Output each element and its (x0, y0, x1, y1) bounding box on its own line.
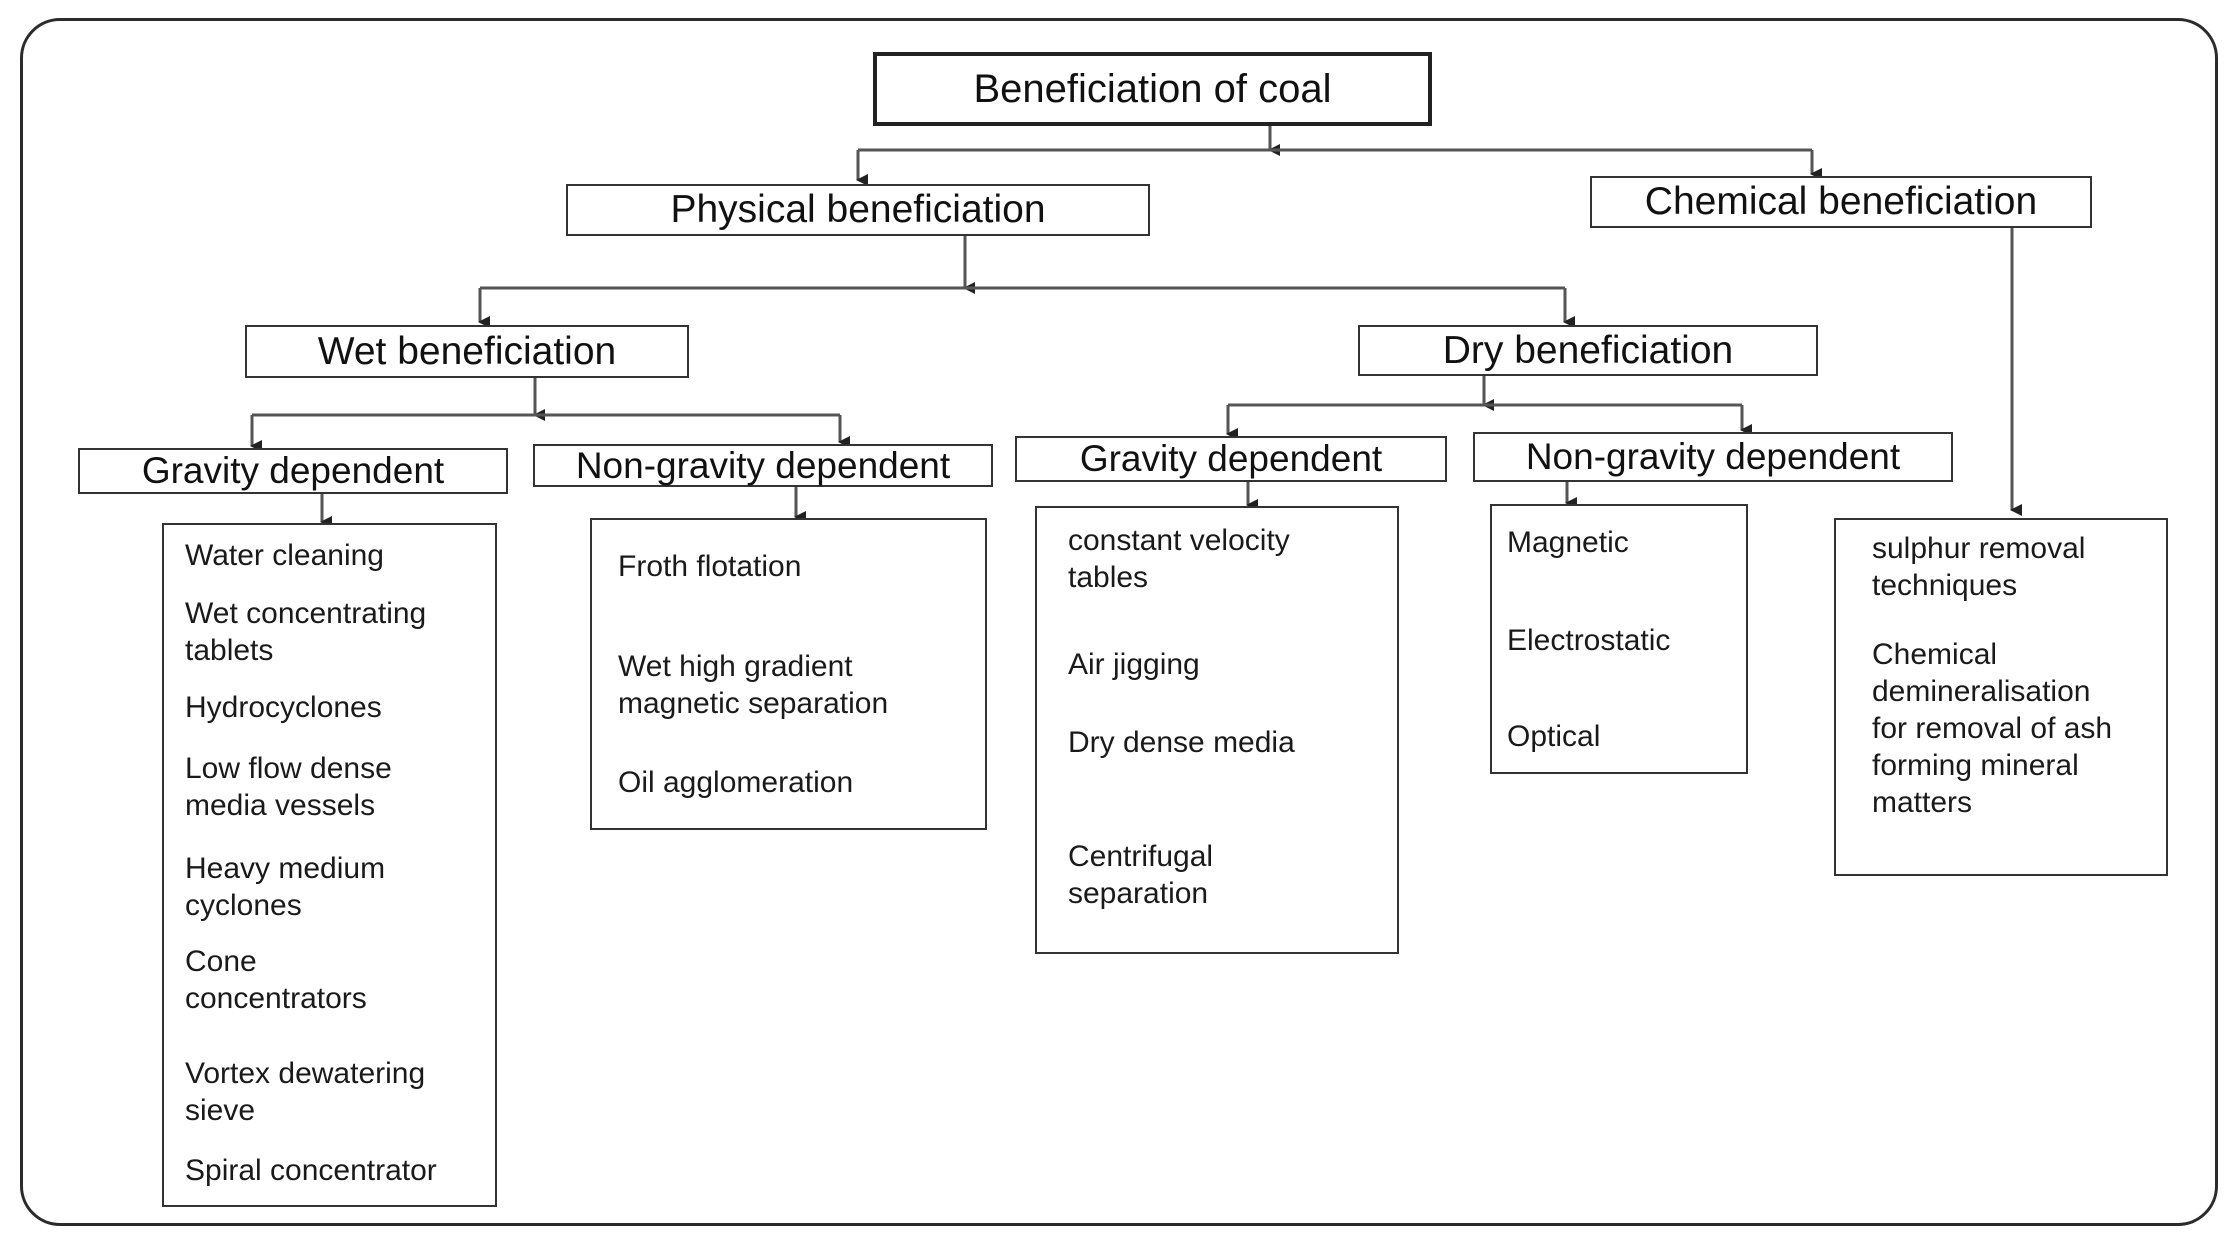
list-item: Spiral concentrator (185, 1154, 437, 1187)
node-physical-beneficiation: Physical beneficiation (566, 184, 1150, 236)
list-wet-non-gravity-methods: Froth flotation Wet high gradient magnet… (590, 518, 987, 830)
list-item: Air jigging (1068, 648, 1200, 681)
list-item: Vortex dewatering sieve (185, 1057, 426, 1127)
list-item: Cone concentrators (185, 945, 367, 1015)
list-item: sulphur removal techniques (1872, 532, 2086, 602)
node-label: Wet beneficiation (317, 329, 617, 373)
list-item: Chemical demineralisation for removal of… (1872, 638, 2113, 819)
node-label: Dry beneficiation (1442, 328, 1734, 372)
node-dry-beneficiation: Dry beneficiation (1358, 325, 1818, 376)
list-item: Oil agglomeration (618, 766, 854, 799)
node-wet-beneficiation: Wet beneficiation (245, 325, 689, 378)
list-item: Magnetic (1507, 526, 1629, 559)
list-item: Froth flotation (618, 550, 802, 583)
list-dry-non-gravity-methods: Magnetic Electrostatic Optical (1490, 504, 1748, 774)
diagram-frame (20, 18, 2218, 1226)
node-wet-gravity-dependent: Gravity dependent (78, 448, 508, 494)
node-dry-gravity-dependent: Gravity dependent (1015, 436, 1447, 482)
list-item: Electrostatic (1507, 624, 1671, 657)
node-wet-non-gravity-dependent: Non-gravity dependent (533, 444, 993, 487)
list-item: Water cleaning (185, 539, 384, 572)
node-label: Non-gravity dependent (1525, 436, 1901, 477)
node-label: Chemical beneficiation (1644, 180, 2038, 223)
node-label: Gravity dependent (141, 450, 445, 491)
list-item: Centrifugal separation (1068, 840, 1214, 910)
list-wet-gravity-methods: Water cleaning Wet concentrating tablets… (162, 523, 497, 1207)
node-label: Beneficiation of coal (973, 66, 1332, 111)
list-chemical-methods: sulphur removal techniques Chemical demi… (1834, 518, 2168, 876)
list-item: Optical (1507, 720, 1601, 753)
list-item: Dry dense media (1068, 726, 1295, 759)
list-item: Low flow dense media vessels (185, 752, 392, 822)
list-item: Heavy medium cyclones (185, 852, 386, 922)
node-beneficiation-of-coal: Beneficiation of coal (873, 52, 1432, 126)
list-dry-gravity-methods: constant velocity tables Air jigging Dry… (1035, 506, 1399, 954)
list-item: Wet concentrating tablets (185, 597, 427, 667)
node-label: Physical beneficiation (670, 188, 1046, 231)
list-item: Hydrocyclones (185, 691, 382, 724)
list-item: Wet high gradient magnetic separation (618, 650, 889, 720)
node-dry-non-gravity-dependent: Non-gravity dependent (1473, 432, 1953, 482)
list-item: constant velocity tables (1068, 524, 1290, 594)
node-label: Non-gravity dependent (575, 444, 951, 486)
node-label: Gravity dependent (1079, 438, 1383, 479)
node-chemical-beneficiation: Chemical beneficiation (1590, 176, 2092, 228)
